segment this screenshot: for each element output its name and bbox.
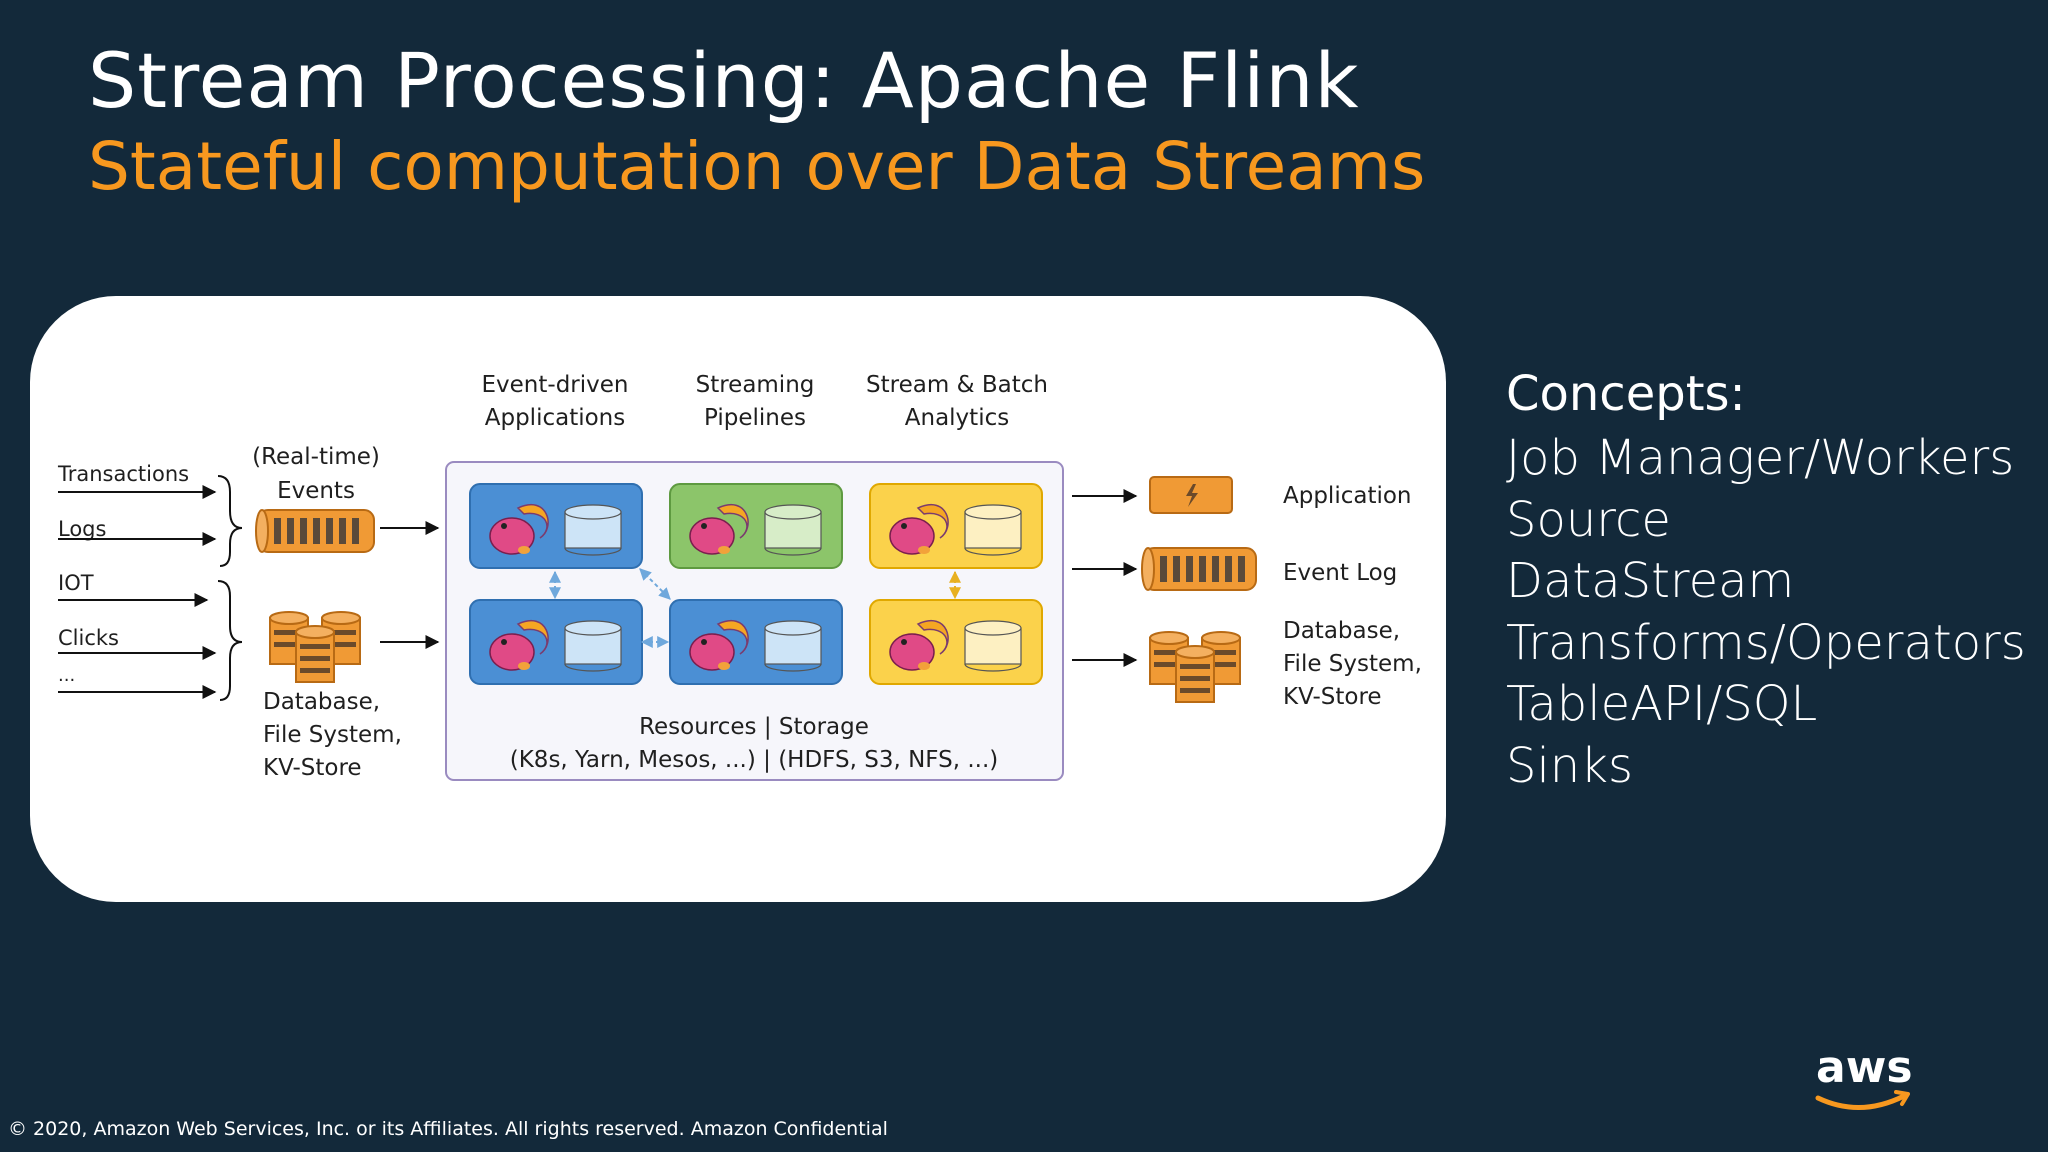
header-streaming-line1: Streaming bbox=[696, 372, 815, 398]
output-database-label-line3: KV-Store bbox=[1283, 684, 1382, 710]
flink-squirrel-eye bbox=[501, 523, 507, 529]
flink-squirrel-acorn bbox=[718, 546, 730, 554]
header-analytics-line2: Analytics bbox=[905, 405, 1009, 431]
input-label-iot: IOT bbox=[58, 571, 94, 595]
aws-logo: aws bbox=[1815, 1042, 1913, 1110]
flink-squirrel-tail bbox=[516, 504, 549, 539]
flink-squirrel-body bbox=[489, 633, 535, 671]
concept-item: DataStream bbox=[1506, 553, 1795, 609]
flink-squirrel-tail bbox=[916, 620, 949, 655]
flink-squirrel-tail bbox=[716, 504, 749, 539]
flink-squirrel-acorn bbox=[718, 662, 730, 670]
state-storage-bottom bbox=[964, 663, 1022, 672]
flink-app-box-5 bbox=[669, 599, 843, 685]
state-storage-top bbox=[964, 620, 1022, 636]
flink-squirrel-tail bbox=[916, 504, 949, 539]
output-arrows bbox=[1072, 489, 1138, 667]
input-label-more: ... bbox=[58, 665, 75, 686]
database-label-line2: File System, bbox=[263, 722, 402, 748]
output-label-application: Application bbox=[1283, 483, 1412, 509]
events-label-line1: (Real-time) bbox=[252, 444, 380, 470]
events-label-line2: Events bbox=[277, 478, 355, 504]
flink-squirrel-eye bbox=[701, 639, 707, 645]
flink-squirrel-eye bbox=[901, 523, 907, 529]
input-brace-bottom bbox=[217, 580, 243, 701]
flink-app-box-1 bbox=[469, 483, 643, 569]
state-storage-bottom bbox=[564, 547, 622, 556]
flink-squirrel-body bbox=[489, 517, 535, 555]
concept-item: Transforms/Operators bbox=[1506, 614, 2026, 671]
concept-item: Job Manager/Workers bbox=[1506, 430, 2015, 486]
concepts-list: Concepts: Job Manager/Workers Source Dat… bbox=[1506, 366, 2026, 797]
flink-architecture-diagram: Transactions Logs IOT Clicks ... (Real-t… bbox=[57, 372, 1422, 781]
concept-item: Sinks bbox=[1506, 737, 1634, 794]
flink-squirrel-body bbox=[889, 517, 935, 555]
input-label-transactions: Transactions bbox=[57, 462, 189, 486]
state-storage-bottom bbox=[764, 663, 822, 672]
input-arrows bbox=[58, 485, 217, 699]
application-output-icon bbox=[1149, 476, 1233, 514]
flink-squirrel-acorn bbox=[518, 546, 530, 554]
flink-squirrel-acorn bbox=[518, 662, 530, 670]
flink-squirrel-eye bbox=[701, 523, 707, 529]
event-log-icon bbox=[255, 509, 375, 553]
slide-title: Stream Processing: Apache Flink bbox=[88, 36, 1360, 125]
state-storage-top bbox=[764, 620, 822, 636]
state-storage-bottom bbox=[564, 663, 622, 672]
concepts-heading: Concepts: bbox=[1506, 366, 1746, 422]
resources-label-line1: Resources | Storage bbox=[639, 714, 869, 740]
flink-squirrel-tail bbox=[516, 620, 549, 655]
flink-app-box-3 bbox=[869, 483, 1043, 569]
state-storage-top bbox=[564, 504, 622, 520]
input-label-clicks: Clicks bbox=[58, 626, 119, 650]
header-analytics-line1: Stream & Batch bbox=[866, 372, 1048, 398]
flink-squirrel-eye bbox=[501, 639, 507, 645]
box-connectors bbox=[549, 568, 961, 648]
output-database-label-line1: Database, bbox=[1283, 618, 1400, 644]
header-event-driven-line2: Applications bbox=[485, 405, 626, 431]
slide-subtitle: Stateful computation over Data Streams bbox=[88, 128, 1426, 205]
input-brace-top bbox=[217, 475, 243, 567]
flink-squirrel-acorn bbox=[918, 662, 930, 670]
flink-squirrel-body bbox=[889, 633, 935, 671]
state-storage-top bbox=[964, 504, 1022, 520]
diagram-panel: Transactions Logs IOT Clicks ... (Real-t… bbox=[30, 296, 1446, 902]
database-output-icon bbox=[1149, 631, 1241, 703]
flink-squirrel-acorn bbox=[918, 546, 930, 554]
state-storage-bottom bbox=[964, 547, 1022, 556]
database-label-line1: Database, bbox=[263, 689, 380, 715]
flink-squirrel-tail bbox=[716, 620, 749, 655]
flink-app-box-4 bbox=[469, 599, 643, 685]
flink-squirrel-body bbox=[689, 633, 735, 671]
flink-app-box-6 bbox=[869, 599, 1043, 685]
header-streaming-line2: Pipelines bbox=[704, 405, 806, 431]
copyright-footer: © 2020, Amazon Web Services, Inc. or its… bbox=[8, 1118, 888, 1140]
database-stack-icon bbox=[269, 611, 361, 683]
concept-item: TableAPI/SQL bbox=[1506, 676, 1818, 732]
output-database-label-line2: File System, bbox=[1283, 651, 1422, 677]
state-storage-top bbox=[564, 620, 622, 636]
state-storage-top bbox=[764, 504, 822, 520]
flink-app-boxes bbox=[469, 483, 1043, 685]
aws-logo-text: aws bbox=[1816, 1042, 1913, 1093]
concept-item: Source bbox=[1506, 491, 1671, 548]
event-log-output-icon bbox=[1141, 547, 1257, 591]
output-label-event-log: Event Log bbox=[1283, 560, 1397, 586]
header-event-driven-line1: Event-driven bbox=[482, 372, 629, 398]
flink-squirrel-eye bbox=[901, 639, 907, 645]
flink-app-box-2 bbox=[669, 483, 843, 569]
input-label-logs: Logs bbox=[58, 517, 106, 541]
flink-squirrel-body bbox=[689, 517, 735, 555]
database-label-line3: KV-Store bbox=[263, 755, 362, 781]
state-storage-bottom bbox=[764, 547, 822, 556]
resources-label-line2: (K8s, Yarn, Mesos, ...) | (HDFS, S3, NFS… bbox=[510, 747, 999, 773]
